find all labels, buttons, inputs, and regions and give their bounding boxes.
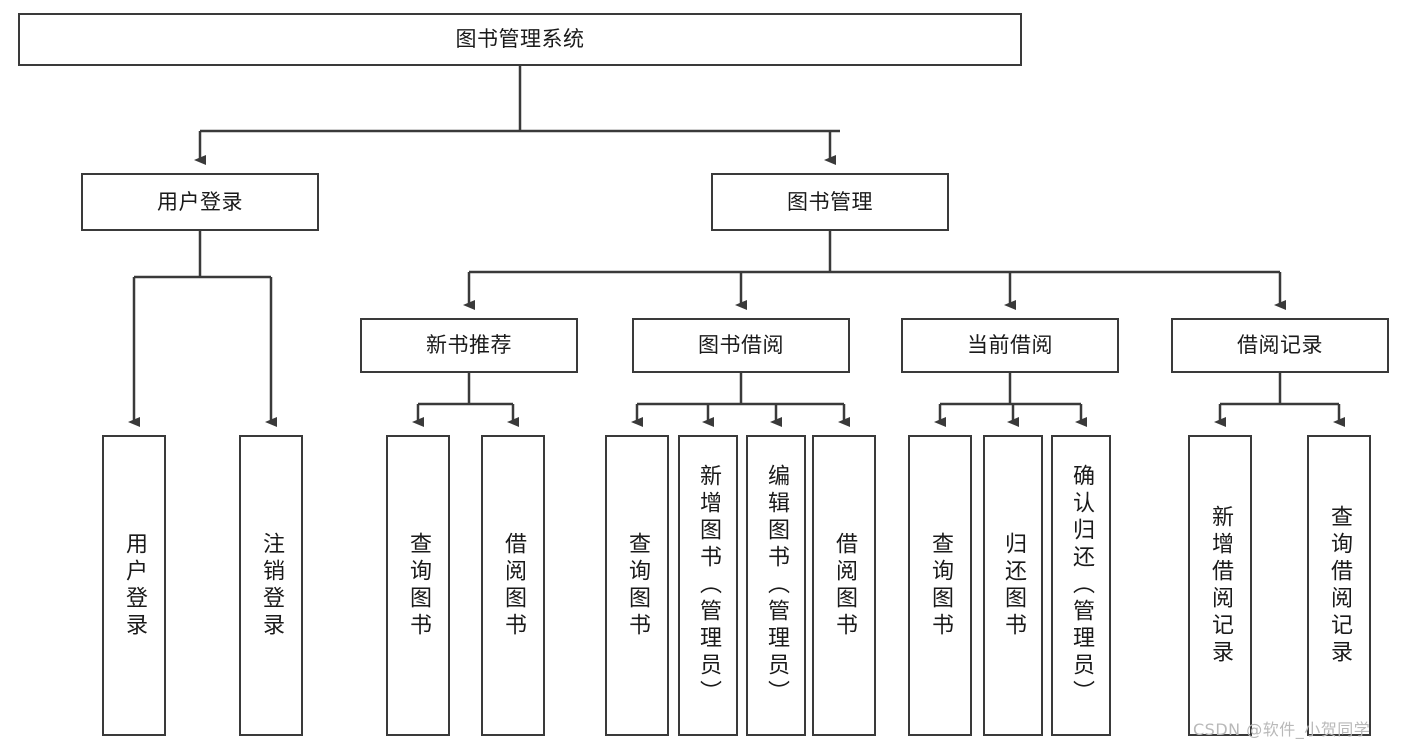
node-leaf-logout-login-label: 注销登录 (259, 531, 284, 640)
node-leaf-borrow-book-1-label: 借阅图书 (501, 531, 526, 640)
node-leaf-query-book-2[interactable]: 查询图书 (605, 435, 669, 736)
node-leaf-return-book[interactable]: 归还图书 (983, 435, 1043, 736)
node-leaf-query-book-2-label: 查询图书 (625, 531, 650, 640)
node-leaf-query-book-3[interactable]: 查询图书 (908, 435, 972, 736)
node-leaf-borrow-book-2-label: 借阅图书 (832, 531, 857, 640)
node-leaf-user-login-label: 用户登录 (122, 531, 147, 640)
node-leaf-confirm-return-admin[interactable]: 确认归还（管理员） (1051, 435, 1111, 736)
watermark-text: CSDN @软件_小贺同学 (1193, 720, 1371, 739)
node-leaf-query-borrow-record[interactable]: 查询借阅记录 (1307, 435, 1371, 736)
node-book-borrow-label: 图书借阅 (698, 333, 784, 357)
node-leaf-add-book-admin-label: 新增图书（管理员） (696, 464, 721, 707)
node-leaf-logout-login[interactable]: 注销登录 (239, 435, 303, 736)
node-leaf-query-book-1-label: 查询图书 (406, 531, 431, 640)
node-borrow-record[interactable]: 借阅记录 (1171, 318, 1389, 373)
node-leaf-confirm-return-admin-label: 确认归还（管理员） (1069, 464, 1094, 707)
node-new-book-recommend-label: 新书推荐 (426, 333, 512, 357)
node-leaf-add-book-admin[interactable]: 新增图书（管理员） (678, 435, 738, 736)
node-borrow-record-label: 借阅记录 (1237, 333, 1323, 357)
node-leaf-edit-book-admin-label: 编辑图书（管理员） (764, 464, 789, 707)
node-leaf-query-book-3-label: 查询图书 (928, 531, 953, 640)
node-root[interactable]: 图书管理系统 (18, 13, 1022, 66)
node-new-book-recommend[interactable]: 新书推荐 (360, 318, 578, 373)
node-leaf-add-borrow-record-label: 新增借阅记录 (1208, 504, 1233, 667)
node-leaf-return-book-label: 归还图书 (1001, 531, 1026, 640)
node-leaf-query-book-1[interactable]: 查询图书 (386, 435, 450, 736)
node-leaf-add-borrow-record[interactable]: 新增借阅记录 (1188, 435, 1252, 736)
node-leaf-user-login[interactable]: 用户登录 (102, 435, 166, 736)
node-leaf-edit-book-admin[interactable]: 编辑图书（管理员） (746, 435, 806, 736)
node-leaf-borrow-book-1[interactable]: 借阅图书 (481, 435, 545, 736)
node-leaf-borrow-book-2[interactable]: 借阅图书 (812, 435, 876, 736)
node-current-borrow-label: 当前借阅 (967, 333, 1053, 357)
node-book-manage[interactable]: 图书管理 (711, 173, 949, 231)
node-user-login[interactable]: 用户登录 (81, 173, 319, 231)
node-current-borrow[interactable]: 当前借阅 (901, 318, 1119, 373)
node-root-label: 图书管理系统 (455, 27, 585, 51)
node-leaf-query-borrow-record-label: 查询借阅记录 (1327, 504, 1352, 667)
node-book-manage-label: 图书管理 (787, 189, 873, 214)
node-book-borrow[interactable]: 图书借阅 (632, 318, 850, 373)
node-user-login-label: 用户登录 (157, 189, 243, 214)
